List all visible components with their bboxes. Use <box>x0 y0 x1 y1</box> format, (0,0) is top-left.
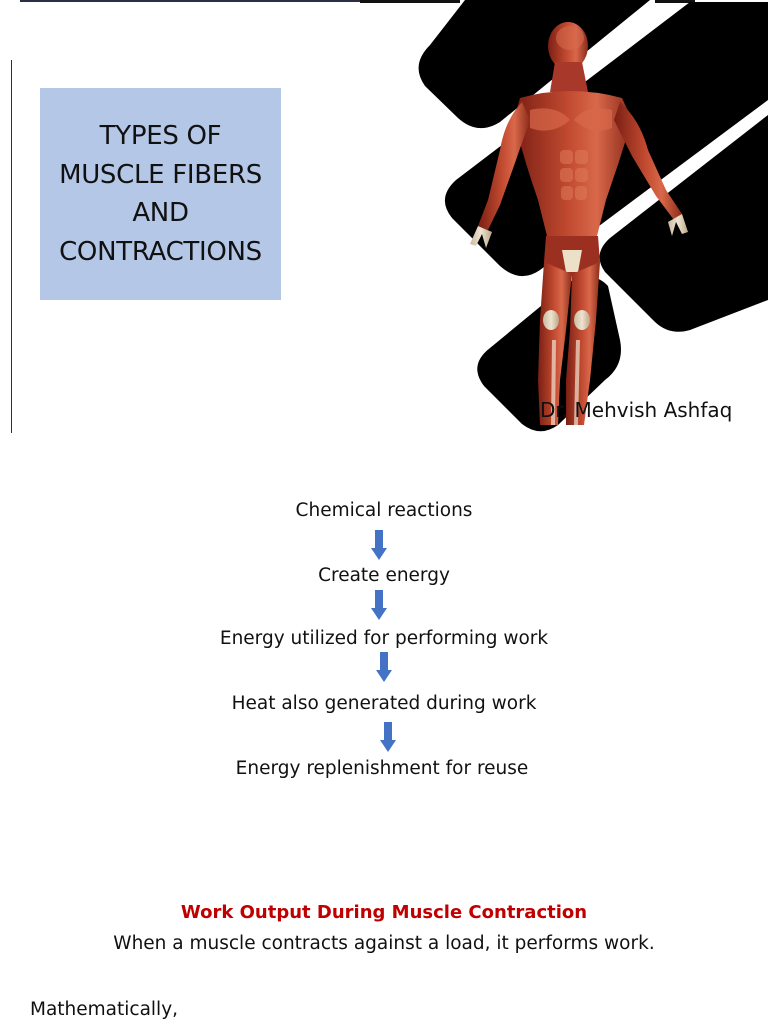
title-slide: TYPES OF MUSCLE FIBERS AND CONTRACTIONS <box>0 0 768 433</box>
mathematically-label: Mathematically, <box>30 999 179 1020</box>
down-arrow-icon <box>371 530 387 560</box>
down-arrow-icon <box>376 652 392 682</box>
author-name: Dr. Mehvish Ashfaq <box>540 398 733 422</box>
down-arrow-icon <box>380 722 396 752</box>
title-line-2: MUSCLE FIBERS <box>59 159 262 190</box>
muscle-figure <box>470 22 688 425</box>
slide-border-top <box>20 0 360 2</box>
flow-step-5: Energy replenishment for reuse <box>235 758 529 779</box>
flow-step-2: Create energy <box>318 565 450 586</box>
flow-step-1: Chemical reactions <box>295 500 473 521</box>
work-output-heading: Work Output During Muscle Contraction <box>180 902 588 923</box>
work-output-text: When a muscle contracts against a load, … <box>113 933 655 954</box>
slide-title: TYPES OF MUSCLE FIBERS AND CONTRACTIONS <box>59 117 262 271</box>
flow-step-4: Heat also generated during work <box>231 693 537 714</box>
muscle-anatomy-image <box>360 0 768 432</box>
title-line-1: TYPES OF <box>99 121 222 151</box>
title-line-3: AND <box>132 198 189 228</box>
title-box: TYPES OF MUSCLE FIBERS AND CONTRACTIONS <box>40 88 281 300</box>
title-line-4: CONTRACTIONS <box>59 236 262 267</box>
slide-border-left <box>11 60 12 433</box>
down-arrow-icon <box>371 590 387 620</box>
flow-step-3: Energy utilized for performing work <box>219 628 549 649</box>
